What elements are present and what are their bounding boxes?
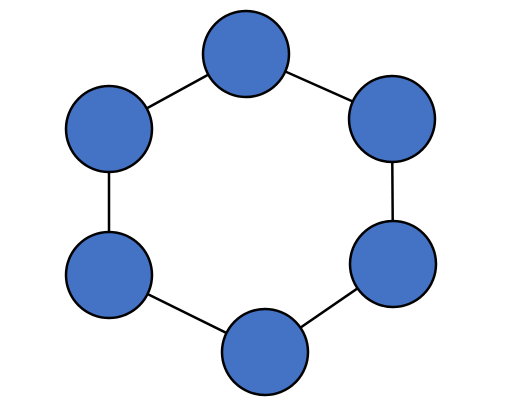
node-4 xyxy=(220,307,310,397)
node-layer xyxy=(64,9,438,397)
node-1 xyxy=(201,9,291,99)
node-6 xyxy=(64,84,154,174)
node-3 xyxy=(348,219,438,309)
edge-layer xyxy=(107,52,395,354)
node-2 xyxy=(347,74,437,164)
node-5 xyxy=(64,230,154,320)
